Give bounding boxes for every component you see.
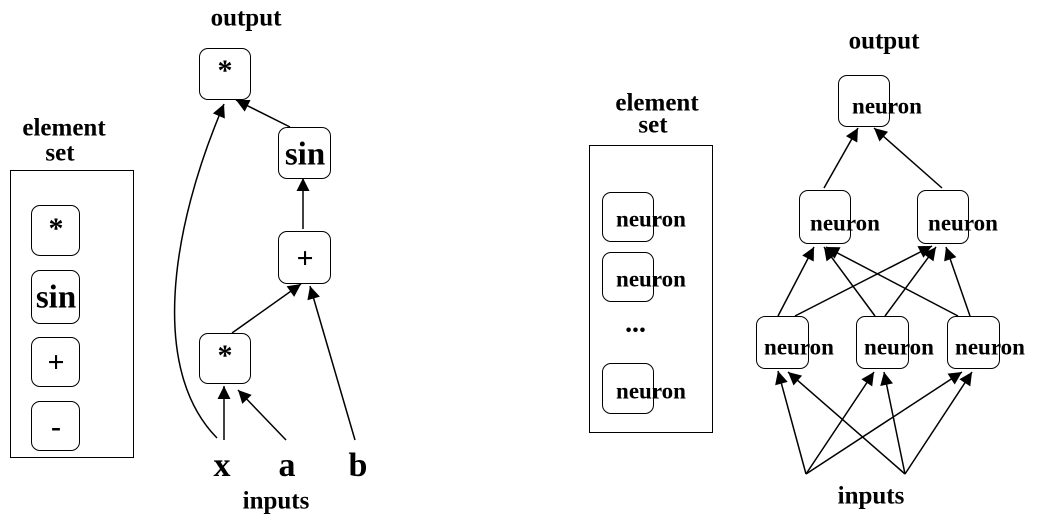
- left-inputs-label: inputs: [242, 487, 310, 515]
- tree-node-plus-label: +: [296, 242, 314, 275]
- tree-node-sin-label: sin: [284, 136, 326, 173]
- right-inputs-label: inputs: [837, 482, 905, 510]
- left-set-item-minus-label: -: [51, 410, 61, 443]
- network-input-layer-neuron-3: neuron: [947, 316, 1025, 369]
- input-letter-x: x: [213, 447, 231, 484]
- edge-hidden2-to-output: [873, 127, 943, 189]
- edge-input3-to-hidden1: [825, 246, 959, 317]
- edge-x-to-output: [173, 103, 225, 439]
- edge-inputs-to-neuron1-b: [787, 371, 906, 475]
- network-input-layer-neuron-1: neuron: [756, 316, 834, 369]
- network-input-layer-neuron-3-label: neuron: [955, 334, 1025, 360]
- edge-input3-to-hidden2: [944, 246, 971, 317]
- edge-inputs-to-neuron3-b: [904, 371, 973, 475]
- edge-input2-to-hidden1: [823, 246, 876, 317]
- network-hidden-neuron-1-label: neuron: [810, 210, 880, 236]
- left-set-item-plus: +: [31, 337, 80, 387]
- edge-inputs-to-neuron3-a: [805, 371, 963, 475]
- network-output-neuron-label: neuron: [852, 93, 922, 119]
- left-set-item-plus-label: +: [47, 346, 65, 379]
- right-output-label: output: [848, 27, 920, 55]
- right-set-item-neuron-1-label: neuron: [616, 206, 686, 232]
- edge-input2-to-hidden2: [884, 246, 937, 317]
- right-element-set-title-line2: set: [638, 111, 668, 139]
- input-letter-a: a: [278, 447, 296, 484]
- right-set-ellipsis: •••: [625, 320, 647, 340]
- network-input-layer-neuron-1-label: neuron: [764, 334, 834, 360]
- right-set-item-neuron-2: neuron: [602, 252, 686, 302]
- edge-sin-to-output: [235, 99, 291, 128]
- tree-node-sin: sin: [278, 127, 331, 179]
- input-letter-b: b: [348, 447, 368, 484]
- network-hidden-neuron-2-label: neuron: [928, 210, 998, 236]
- network-input-layer-neuron-2: neuron: [856, 316, 934, 369]
- left-element-set-title-line2: set: [45, 139, 75, 167]
- edge-star-to-plus: [231, 283, 302, 334]
- tree-node-output-multiply: *: [199, 48, 251, 100]
- left-element-set-box: [10, 170, 134, 458]
- edge-inputs-to-neuron1-a: [775, 370, 807, 475]
- edge-inputs-to-neuron2-b: [880, 371, 906, 475]
- network-output-neuron: neuron: [838, 75, 922, 127]
- edge-b-to-plus: [307, 285, 356, 441]
- network-hidden-neuron-1: neuron: [799, 190, 880, 244]
- tree-edges: [173, 99, 356, 441]
- left-set-item-sin: sin: [31, 270, 80, 324]
- left-set-item-sin-label: sin: [35, 279, 77, 316]
- left-set-item-minus: -: [31, 401, 80, 451]
- edge-a-to-star: [237, 389, 287, 441]
- right-set-item-neuron-1: neuron: [602, 192, 686, 242]
- network-edges: [775, 127, 973, 475]
- right-set-item-neuron-3: neuron: [602, 363, 686, 414]
- edge-input1-to-hidden1: [777, 246, 815, 317]
- edge-inputs-to-neuron2-a: [805, 371, 875, 475]
- right-set-item-neuron-3-label: neuron: [616, 378, 686, 404]
- network-hidden-neuron-2: neuron: [917, 190, 998, 244]
- right-element-set-box: [589, 145, 713, 433]
- left-set-item-multiply-label: *: [48, 212, 64, 245]
- tree-node-output-multiply-label: *: [217, 54, 233, 87]
- tree-node-plus: +: [278, 231, 331, 284]
- left-element-set-title-line1: element: [22, 114, 106, 142]
- network-input-layer-neuron-2-label: neuron: [864, 334, 934, 360]
- edge-input1-to-hidden2: [794, 245, 933, 317]
- right-set-item-neuron-2-label: neuron: [616, 266, 686, 292]
- edge-hidden1-to-output: [823, 127, 859, 189]
- tree-node-lower-multiply: *: [199, 333, 251, 384]
- left-output-label: output: [210, 4, 282, 32]
- right-element-set-title-line1: element: [615, 89, 699, 117]
- tree-node-lower-multiply-label: *: [217, 339, 233, 372]
- left-set-item-multiply: *: [31, 205, 80, 256]
